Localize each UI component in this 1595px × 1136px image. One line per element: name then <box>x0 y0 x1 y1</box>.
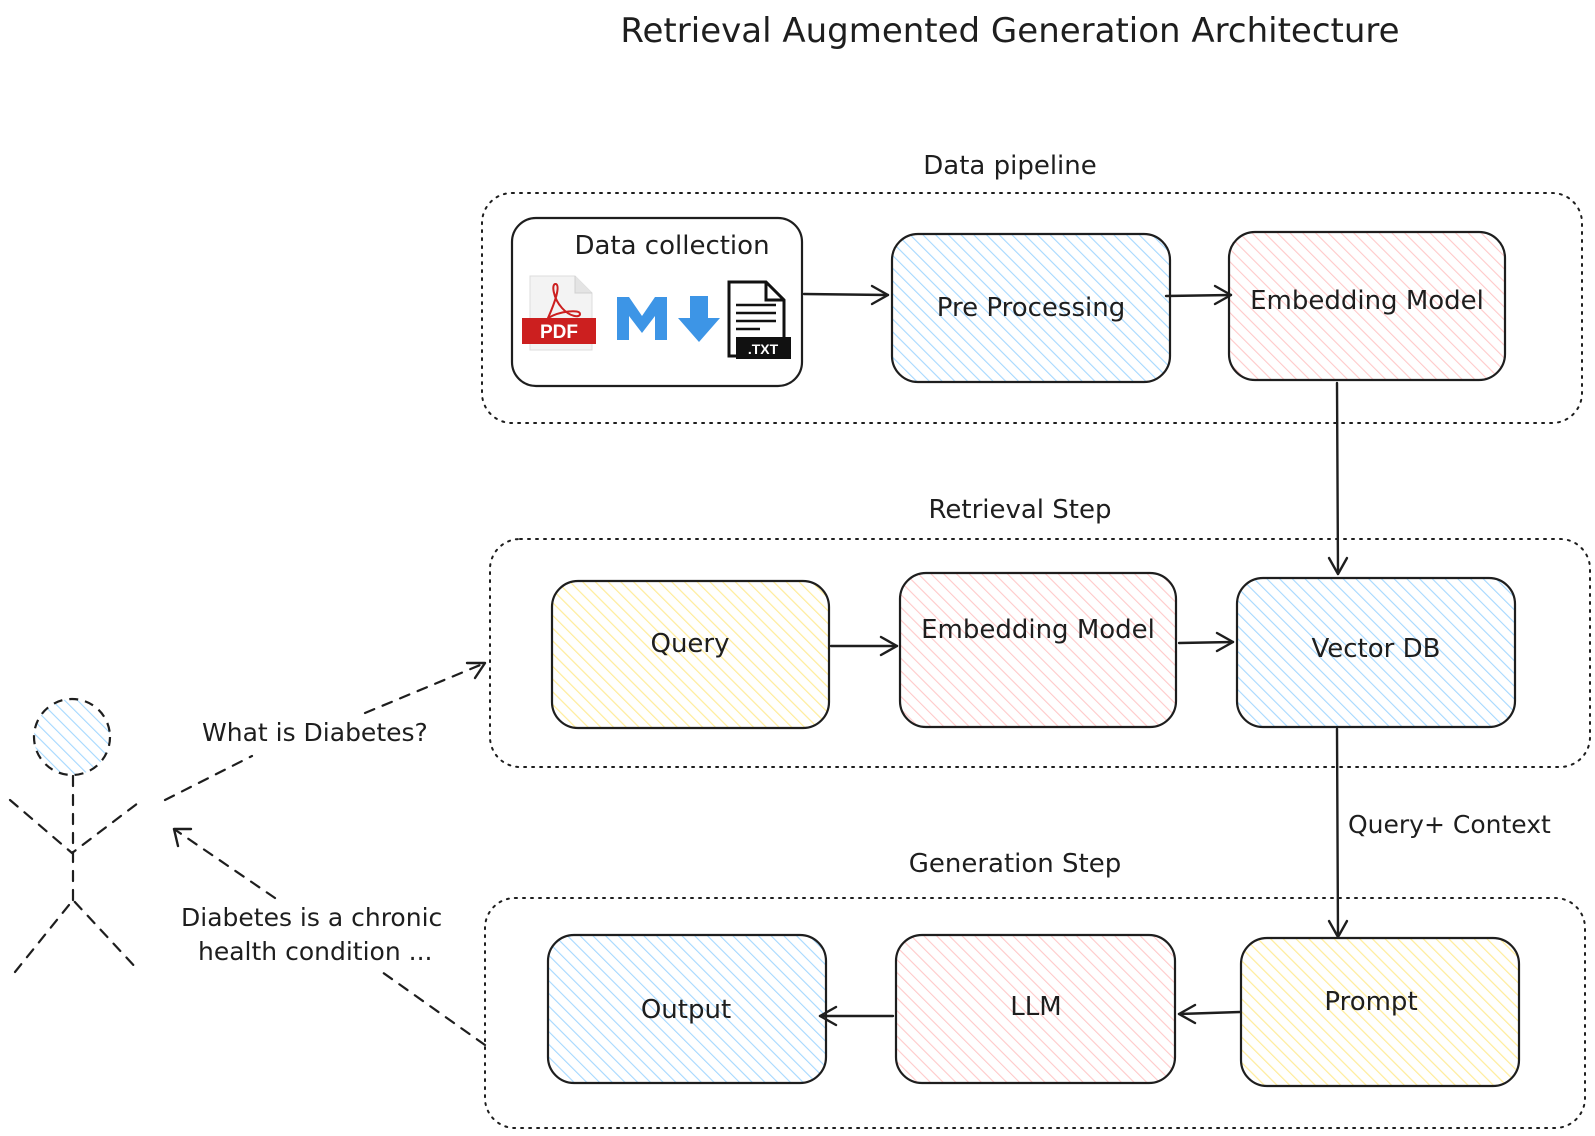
txt-file-icon: .TXT <box>727 280 791 359</box>
txt-badge-text: .TXT <box>748 341 779 357</box>
output-label: Output <box>641 995 731 1025</box>
output-box[interactable]: Output <box>546 933 828 1085</box>
retrieval-embedding-model-box[interactable]: Embedding Model <box>898 571 1178 729</box>
llm-label: LLM <box>1010 992 1061 1022</box>
pre-processing-box[interactable]: Pre Processing <box>890 232 1172 384</box>
retrieval-step-label: Retrieval Step <box>928 495 1111 525</box>
arrow-collection-to-preprocessing <box>802 284 890 306</box>
data-pipeline-embedding-model-box[interactable]: Embedding Model <box>1227 230 1507 382</box>
arrow-query-to-embedding <box>829 635 899 657</box>
markdown-icon <box>617 296 720 342</box>
query-context-label: Query+ Context <box>1348 810 1551 839</box>
generation-step-label: Generation Step <box>909 849 1122 879</box>
answer-label-line-1: Diabetes is a chronic <box>181 903 442 932</box>
generation-step-group <box>484 897 1586 1129</box>
data-collection-label: Data collection <box>574 231 769 261</box>
query-box[interactable]: Query <box>550 579 831 730</box>
prompt-label: Prompt <box>1324 987 1417 1017</box>
user-question-label: What is Diabetes? <box>202 718 428 747</box>
user-stick-figure-icon <box>8 697 144 974</box>
data-pipeline-embedding-model-label: Embedding Model <box>1250 286 1484 316</box>
arrow-preprocessing-to-embedding <box>1164 284 1233 306</box>
arrow-vector-db-to-prompt <box>1327 727 1349 939</box>
diagram-title: Retrieval Augmented Generation Architect… <box>620 11 1399 51</box>
query-label: Query <box>650 629 729 659</box>
pdf-badge-text: PDF <box>540 322 578 343</box>
arrow-embedding-to-vector-db <box>1327 381 1349 576</box>
pre-processing-label: Pre Processing <box>937 293 1125 323</box>
llm-box[interactable]: LLM <box>894 933 1177 1085</box>
arrow-llm-to-output <box>818 1005 895 1027</box>
prompt-box[interactable]: Prompt <box>1239 936 1521 1088</box>
data-collection-box[interactable]: Data collection PDF .TXT <box>510 216 804 388</box>
data-pipeline-label: Data pipeline <box>923 151 1097 181</box>
answer-label-line-2: health condition ... <box>198 937 432 966</box>
arrow-embedding-to-vector-db-retrieval <box>1177 631 1235 653</box>
data-pipeline-group <box>481 192 1583 424</box>
retrieval-step-group <box>489 538 1591 768</box>
arrow-user-question <box>163 661 487 802</box>
pdf-file-icon: PDF <box>522 275 596 351</box>
arrow-prompt-to-llm <box>1177 1003 1242 1025</box>
vector-db-label: Vector DB <box>1312 634 1441 664</box>
vector-db-box[interactable]: Vector DB <box>1235 576 1517 729</box>
arrow-answer-to-user <box>172 827 487 1047</box>
retrieval-embedding-model-label: Embedding Model <box>921 615 1155 645</box>
